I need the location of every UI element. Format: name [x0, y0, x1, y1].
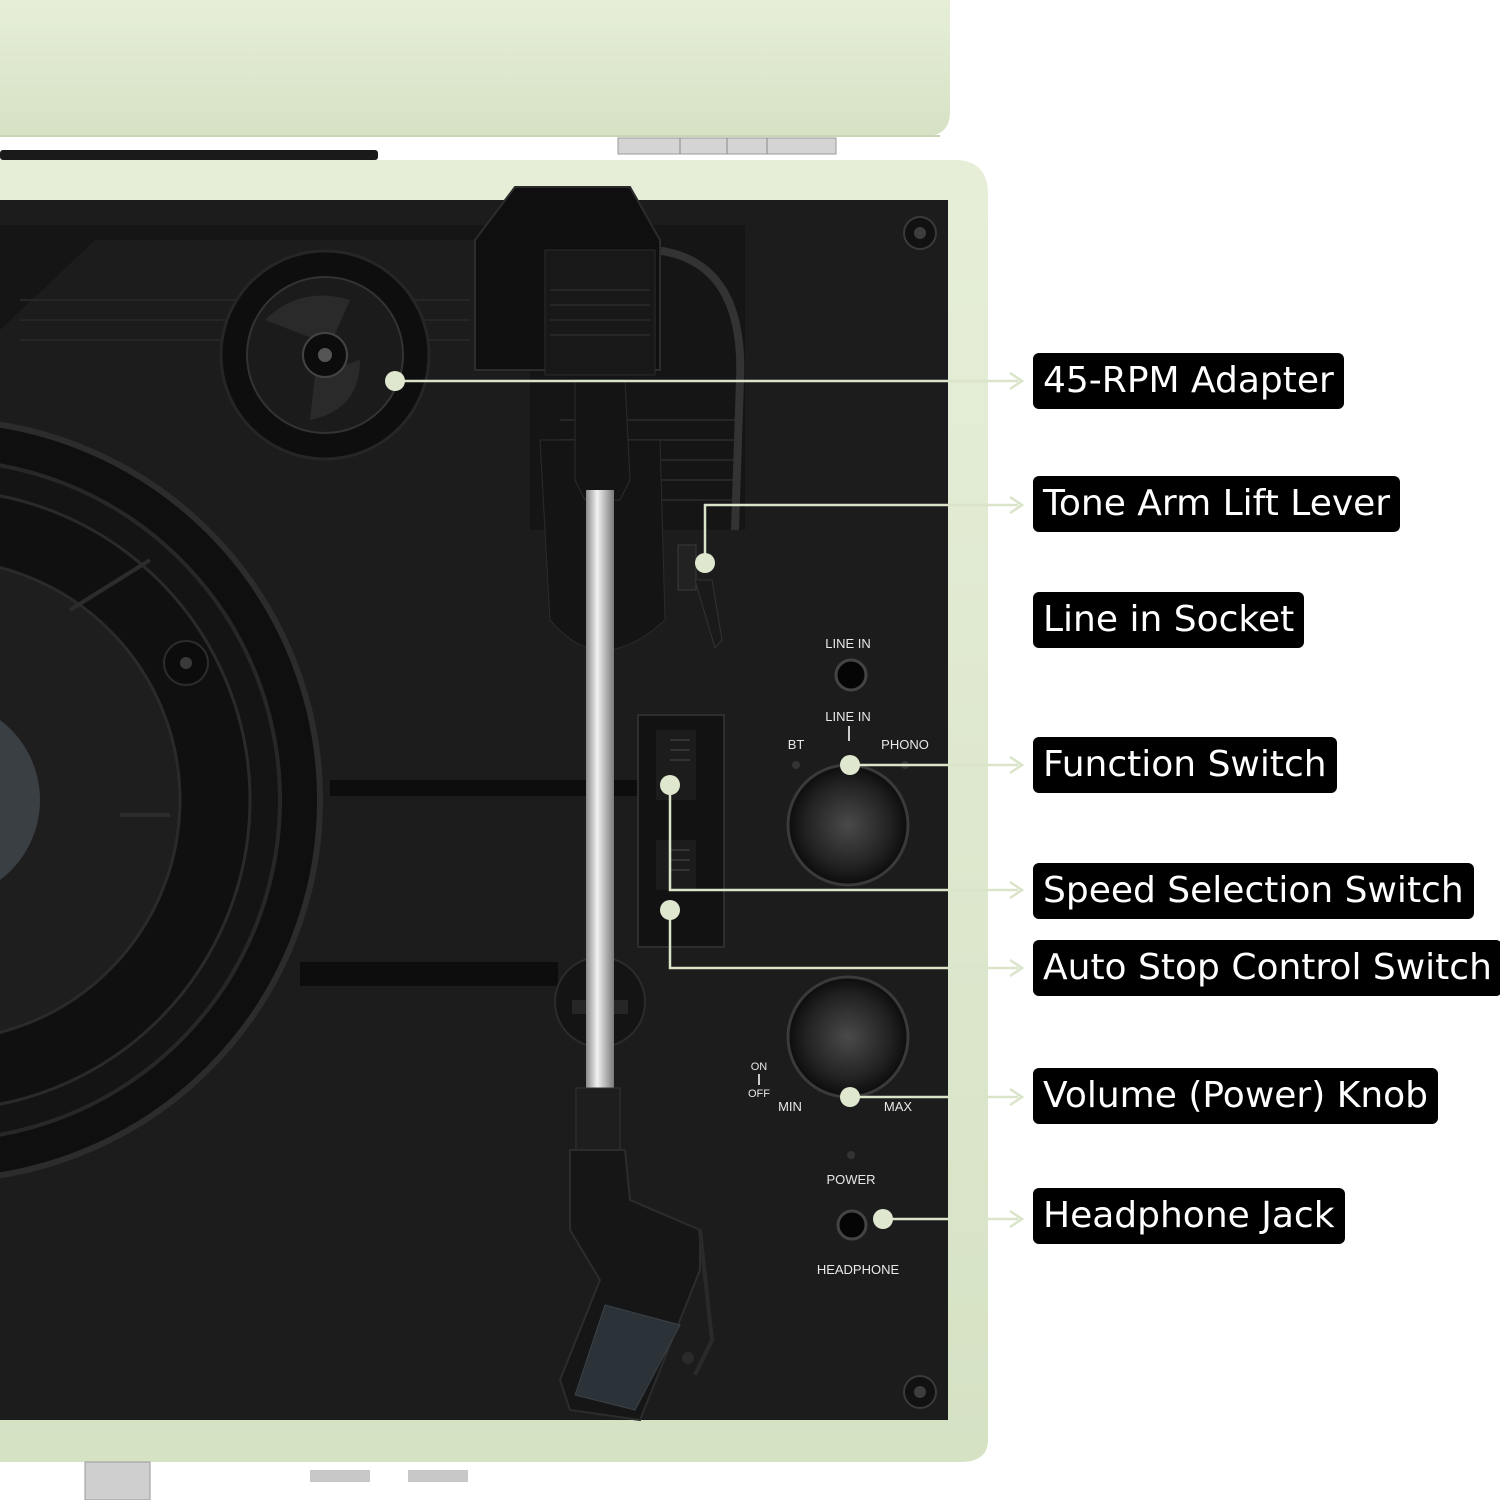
- panel-screw-bottom: [903, 1375, 937, 1409]
- label-max: MAX: [884, 1099, 913, 1114]
- dot-lift-lever: [695, 553, 715, 573]
- dot-volume-knob: [840, 1087, 860, 1107]
- hinge: [617, 137, 837, 155]
- label-line-in-switch: LINE IN: [825, 709, 871, 724]
- leader-lift-lever: [703, 503, 1018, 563]
- power-led: [847, 1151, 855, 1159]
- dot-auto-stop: [660, 900, 680, 920]
- tone-arm-collar: [575, 1087, 621, 1151]
- leader-dots: [385, 371, 893, 1229]
- callout-headphone-jack: Headphone Jack: [1033, 1188, 1345, 1244]
- volume-knob: [786, 975, 910, 1099]
- callout-function-switch: Function Switch: [1033, 737, 1337, 793]
- callout-tone-arm-lift-lever: Tone Arm Lift Lever: [1033, 476, 1401, 532]
- platter: [0, 421, 323, 1179]
- callout-speed-selection-switch: Speed Selection Switch: [1033, 863, 1474, 919]
- label-min: MIN: [778, 1099, 802, 1114]
- dot-headphone: [873, 1209, 893, 1229]
- label-phono: PHONO: [881, 737, 929, 752]
- dot-speed-switch: [660, 775, 680, 795]
- label-power: POWER: [826, 1172, 875, 1187]
- switch-block: [637, 714, 725, 948]
- leader-speed-switch: [668, 785, 1018, 892]
- leader-auto-stop: [668, 910, 1018, 970]
- callout-volume-power-knob: Volume (Power) Knob: [1033, 1068, 1439, 1124]
- dot-function-switch: [840, 755, 860, 775]
- callout-45-rpm-adapter: 45-RPM Adapter: [1033, 353, 1344, 409]
- label-on: ON: [751, 1061, 768, 1073]
- callout-line-in-socket: Line in Socket: [1033, 592, 1305, 648]
- label-headphone: HEADPHONE: [817, 1262, 900, 1277]
- case-bottom-hardware: [84, 1461, 468, 1500]
- tone-arm-rod: [586, 490, 614, 1090]
- tone-arm-base: [474, 186, 661, 501]
- leader-arrows: [1009, 371, 1025, 1229]
- cartridge: [558, 1149, 715, 1422]
- lid-latch: [0, 150, 378, 160]
- line-in-socket: [834, 658, 868, 692]
- leader-lines: [395, 379, 1018, 1221]
- headphone-jack: [836, 1209, 868, 1241]
- adapter-holder: [219, 249, 431, 461]
- dot-adapter: [385, 371, 405, 391]
- platter-screw: [163, 640, 209, 686]
- tone-arm-lift-lever: [677, 544, 723, 650]
- label-off: OFF: [748, 1088, 770, 1100]
- callout-auto-stop-control-switch: Auto Stop Control Switch: [1033, 940, 1500, 996]
- panel-screw-top: [903, 216, 937, 250]
- bt-indicator: [792, 761, 800, 769]
- label-bt: BT: [788, 737, 805, 752]
- function-knob: [786, 763, 910, 887]
- label-line-in-top: LINE IN: [825, 636, 871, 651]
- deck-slot: [300, 780, 640, 986]
- case-lid: [0, 0, 950, 137]
